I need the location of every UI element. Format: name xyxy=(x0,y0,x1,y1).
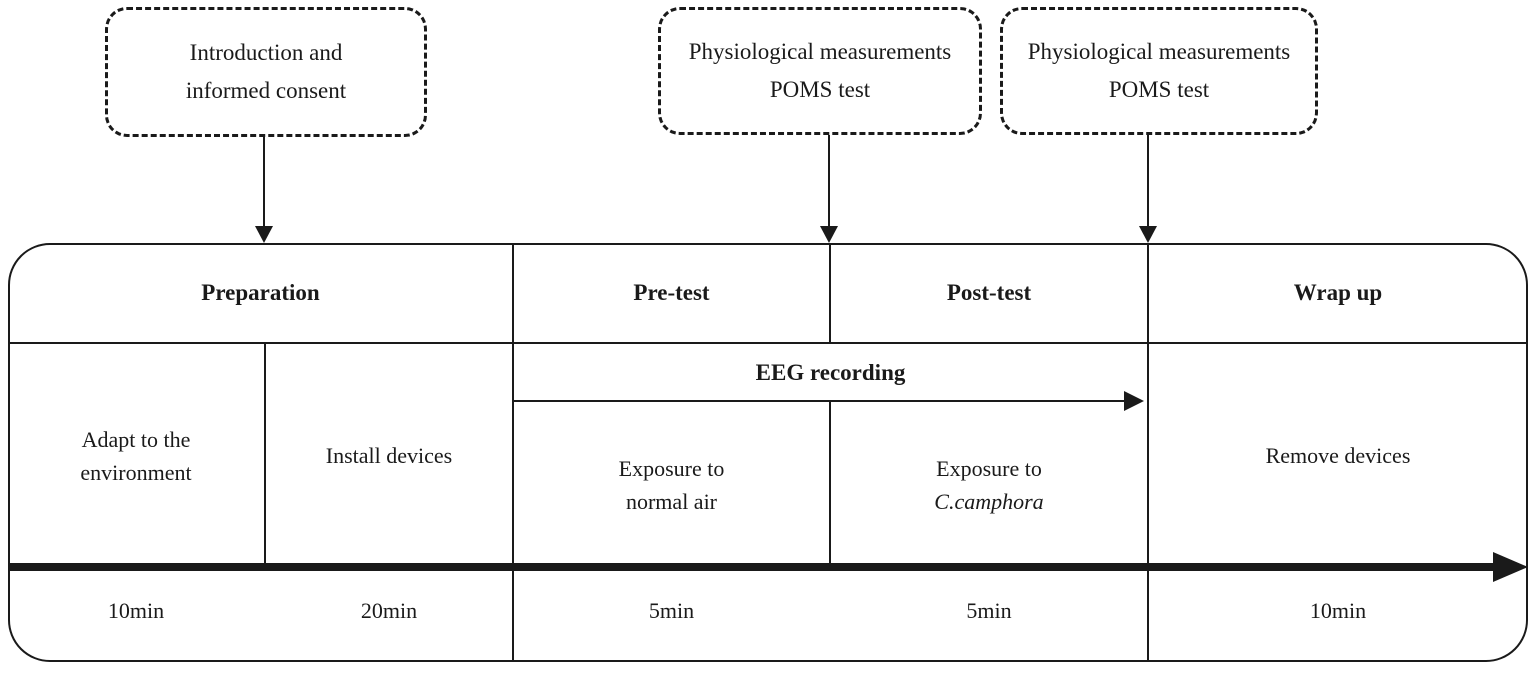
down-arrowhead-icon-2 xyxy=(820,226,838,243)
divider-pretest-posttest-header xyxy=(829,243,831,344)
divider-adapt-install xyxy=(264,343,266,567)
duration-label-3: 5min xyxy=(648,598,695,623)
down-arrowhead-icon-1 xyxy=(255,226,273,243)
activity-cell-install: Install devices xyxy=(325,443,453,468)
physio-poms-box-post: Physiological measurements POMS test xyxy=(1000,7,1318,135)
eeg-recording-label: EEG recording xyxy=(755,359,906,385)
physio-poms-pre-line2: POMS test xyxy=(769,77,871,102)
divider-posttest-wrapup xyxy=(1147,243,1149,662)
activity-cell-remove: Remove devices xyxy=(1265,443,1411,468)
phase-header-post-test: Post-test xyxy=(946,280,1032,305)
timeline-arrowhead-icon xyxy=(1493,552,1528,582)
physio-poms-post-line2: POMS test xyxy=(1108,77,1210,102)
duration-label-2: 20min xyxy=(360,598,418,623)
phase-header-wrap-up: Wrap up xyxy=(1293,280,1383,305)
physio-poms-box-pre: Physiological measurements POMS test xyxy=(658,7,982,135)
adapt-line1: Adapt to the xyxy=(81,426,191,452)
intro-consent-box: Introduction and informed consent xyxy=(105,7,427,137)
connector-arrow-1-shaft xyxy=(263,137,265,229)
header-bottom-line xyxy=(8,342,1528,344)
intro-consent-line1: Introduction and xyxy=(189,40,343,65)
exposure-normal-line1: Exposure to xyxy=(618,455,725,481)
divider-pretest-posttest-body xyxy=(829,402,831,567)
intro-consent-line2: informed consent xyxy=(185,78,347,103)
eeg-right-arrowhead-icon xyxy=(1124,391,1144,411)
duration-label-4: 5min xyxy=(966,598,1012,623)
exposure-camphora-line1: Exposure to xyxy=(936,455,1042,481)
activity-cell-exposure-normal: Exposure to normal air xyxy=(513,402,830,567)
duration-label-1: 10min xyxy=(107,598,165,623)
physio-poms-pre-line1: Physiological measurements xyxy=(688,39,952,64)
protocol-table-outline xyxy=(8,243,1528,662)
phase-header-pre-test: Pre-test xyxy=(633,280,710,305)
connector-arrow-2-shaft xyxy=(828,135,830,229)
exposure-normal-line2: normal air xyxy=(625,488,718,514)
down-arrowhead-icon-3 xyxy=(1139,226,1157,243)
eeg-arrow-shaft xyxy=(514,400,1128,402)
timeline-axis xyxy=(8,563,1495,571)
physio-poms-post-line1: Physiological measurements xyxy=(1027,39,1291,64)
exposure-camphora-line2: C.camphora xyxy=(934,488,1044,514)
adapt-line2: environment xyxy=(80,459,192,485)
activity-cell-adapt: Adapt to the environment xyxy=(8,344,264,567)
activity-cell-exposure-camphora: Exposure to C.camphora xyxy=(830,402,1148,567)
phase-header-preparation: Preparation xyxy=(201,280,320,305)
connector-arrow-3-shaft xyxy=(1147,135,1149,229)
divider-preparation-pretest xyxy=(512,243,514,662)
duration-label-5: 10min xyxy=(1309,598,1367,623)
